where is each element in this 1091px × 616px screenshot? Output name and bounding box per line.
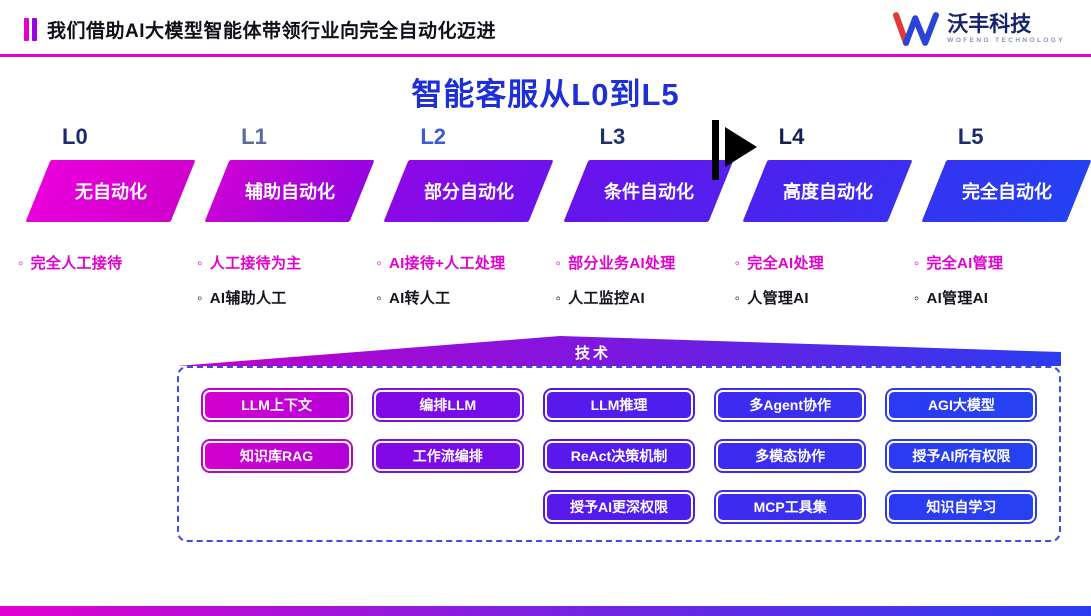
level-column-l1: L1 辅助自动化 人工接待为主 AI辅助人工 — [187, 124, 375, 322]
tech-band-shape — [177, 336, 1061, 366]
level-column-l0: L0 无自动化 完全人工接待 — [8, 124, 196, 322]
bullet-item: 部分业务AI处理 — [556, 252, 725, 273]
tech-pill: AGI大模型 — [887, 390, 1036, 420]
tech-pill: 多Agent协作 — [716, 390, 865, 420]
bullet-item: AI转人工 — [376, 287, 545, 308]
level-shape: 高度自动化 — [742, 160, 913, 222]
tech-pill: 多模态协作 — [716, 441, 865, 471]
bullet-item: 完全AI管理 — [914, 252, 1083, 273]
level-bullets: 部分业务AI处理 人工监控AI — [546, 252, 725, 308]
level-label: L2 — [420, 124, 447, 149]
footer-bar — [0, 606, 1091, 616]
level-shape-label: 条件自动化 — [603, 182, 694, 202]
bullet-item: 人工接待为主 — [197, 252, 366, 273]
header-title: 我们借助AI大模型智能体带领行业向完全自动化迈进 — [47, 20, 497, 42]
level-label: L5 — [957, 124, 984, 149]
tech-pill: LLM上下文 — [202, 390, 351, 420]
brand-logo: 沃丰科技 WOFENG TECHNOLOGY — [893, 12, 1065, 46]
level-shape-label: 高度自动化 — [782, 182, 873, 202]
tech-pill: LLM推理 — [544, 390, 693, 420]
level-bullets: 完全AI管理 AI管理AI — [904, 252, 1083, 308]
page-title: 智能客服从L0到L5 — [411, 77, 680, 112]
level-shape-label: 完全自动化 — [961, 182, 1052, 202]
bullet-item: 完全AI处理 — [735, 252, 904, 273]
bullet-item: 完全人工接待 — [18, 252, 187, 273]
level-column-l4: L4 高度自动化 完全AI处理 人管理AI — [725, 124, 913, 322]
level-shape-label: 无自动化 — [74, 182, 147, 202]
level-column-l3: L3 条件自动化 部分业务AI处理 人工监控AI — [546, 124, 734, 322]
tech-pill: ReAct决策机制 — [544, 441, 693, 471]
level-shape-label: 辅助自动化 — [244, 182, 335, 202]
bullet-item: AI辅助人工 — [197, 287, 366, 308]
double-bar-icon — [24, 17, 37, 41]
level-bullets: 完全人工接待 — [8, 252, 187, 273]
tech-pill: 工作流编排 — [373, 441, 522, 471]
level-shape: 条件自动化 — [562, 160, 734, 222]
level-label: L4 — [778, 124, 805, 149]
level-column-l2: L2 部分自动化 AI接待+人工处理 AI转人工 — [366, 124, 555, 322]
levels-grid: L0 无自动化 完全人工接待 L1 辅助自动化 人工接待为主 AI辅助人工 L2… — [0, 124, 1091, 322]
bullet-item: 人工监控AI — [556, 287, 725, 308]
flag-marker-icon — [712, 120, 757, 180]
level-column-l5: L5 完全自动化 完全AI管理 AI管理AI — [904, 124, 1091, 322]
level-label: L0 — [62, 124, 88, 149]
header-divider — [0, 54, 1091, 57]
level-bullets: 人工接待为主 AI辅助人工 — [187, 252, 366, 308]
tech-pill: 知识库RAG — [202, 441, 351, 471]
brand-subtitle: WOFENG TECHNOLOGY — [947, 37, 1065, 44]
tech-pill: 编排LLM — [373, 390, 522, 420]
bullet-item: 人管理AI — [735, 287, 904, 308]
bullet-item: AI管理AI — [914, 287, 1083, 308]
level-label: L3 — [599, 124, 626, 149]
wofeng-logo-icon — [893, 12, 940, 46]
header: 我们借助AI大模型智能体带领行业向完全自动化迈进 沃丰科技 WOFENG TEC… — [0, 0, 1091, 54]
tech-grid: LLM上下文 编排LLM LLM推理 多Agent协作 AGI大模型 知识库RA… — [177, 366, 1061, 542]
tech-pill: 知识自学习 — [887, 492, 1036, 522]
level-shape: 无自动化 — [25, 160, 196, 222]
tech-band-label: 技术 — [575, 345, 612, 362]
brand-name: 沃丰科技 — [947, 13, 1032, 36]
tech-pill: 授予AI所有权限 — [887, 441, 1036, 471]
tech-band: 技术 — [177, 336, 1061, 366]
tech-pill: 授予AI更深权限 — [544, 492, 693, 522]
tech-pill: MCP工具集 — [716, 492, 865, 522]
level-shape: 部分自动化 — [383, 160, 555, 222]
level-label: L1 — [241, 124, 267, 149]
level-shape: 完全自动化 — [921, 160, 1091, 222]
bullet-item: AI接待+人工处理 — [376, 252, 545, 273]
level-bullets: AI接待+人工处理 AI转人工 — [366, 252, 545, 308]
level-shape-label: 部分自动化 — [423, 182, 514, 202]
level-bullets: 完全AI处理 人管理AI — [725, 252, 904, 308]
level-shape: 辅助自动化 — [204, 160, 375, 222]
